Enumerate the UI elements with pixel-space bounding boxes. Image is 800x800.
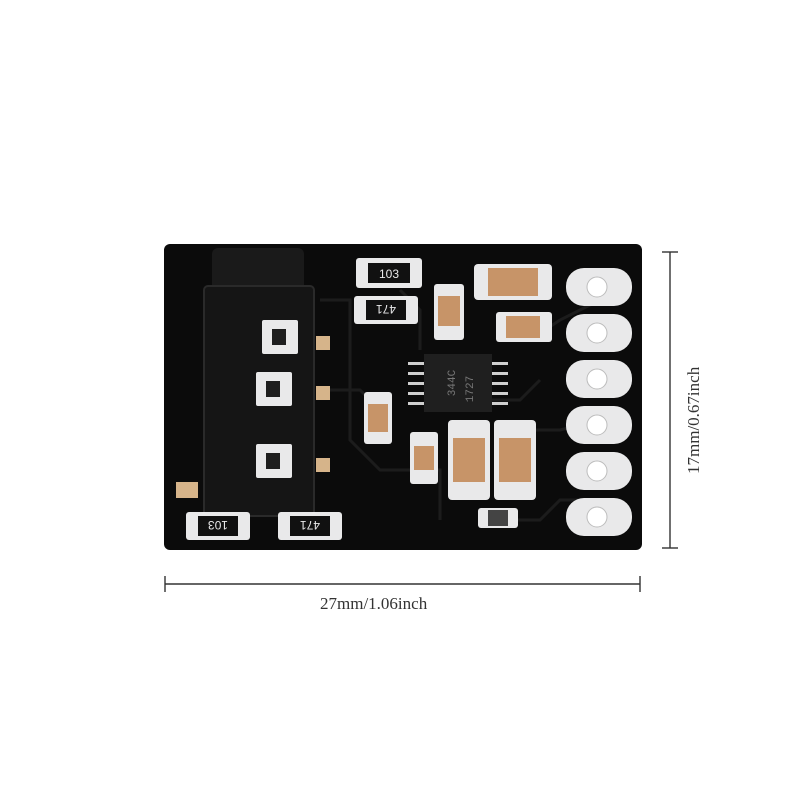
chip-marking-line1: 344C: [447, 369, 459, 396]
resistor-r4: 471: [278, 512, 342, 540]
header-pad: [566, 452, 632, 490]
height-dimension-line: [662, 251, 678, 549]
width-dimension-line: [164, 576, 641, 592]
header-pads: [566, 268, 632, 536]
chip-marking-line2: 1727: [465, 376, 477, 402]
resistor-r2: 471: [354, 296, 418, 324]
resistor-r3: 103: [186, 512, 250, 540]
capacitors: [364, 264, 552, 528]
header-pad: [566, 314, 632, 352]
header-pad: [566, 406, 632, 444]
resistor-r1-label: 103: [379, 267, 399, 281]
ic-chip: 344C 1727: [408, 354, 508, 412]
resistor-r4-label: 471: [300, 518, 320, 532]
width-dimension-label: 27mm/1.06inch: [320, 594, 428, 613]
resistor-r2-label: 471: [376, 302, 396, 316]
header-pad: [566, 498, 632, 536]
header-pad: [566, 360, 632, 398]
audio-jack: [176, 248, 330, 517]
header-pad: [566, 268, 632, 306]
resistor-r3-label: 103: [208, 518, 228, 532]
height-dimension-label: 17mm/0.67inch: [684, 366, 703, 474]
resistor-r1: 103: [356, 258, 422, 288]
